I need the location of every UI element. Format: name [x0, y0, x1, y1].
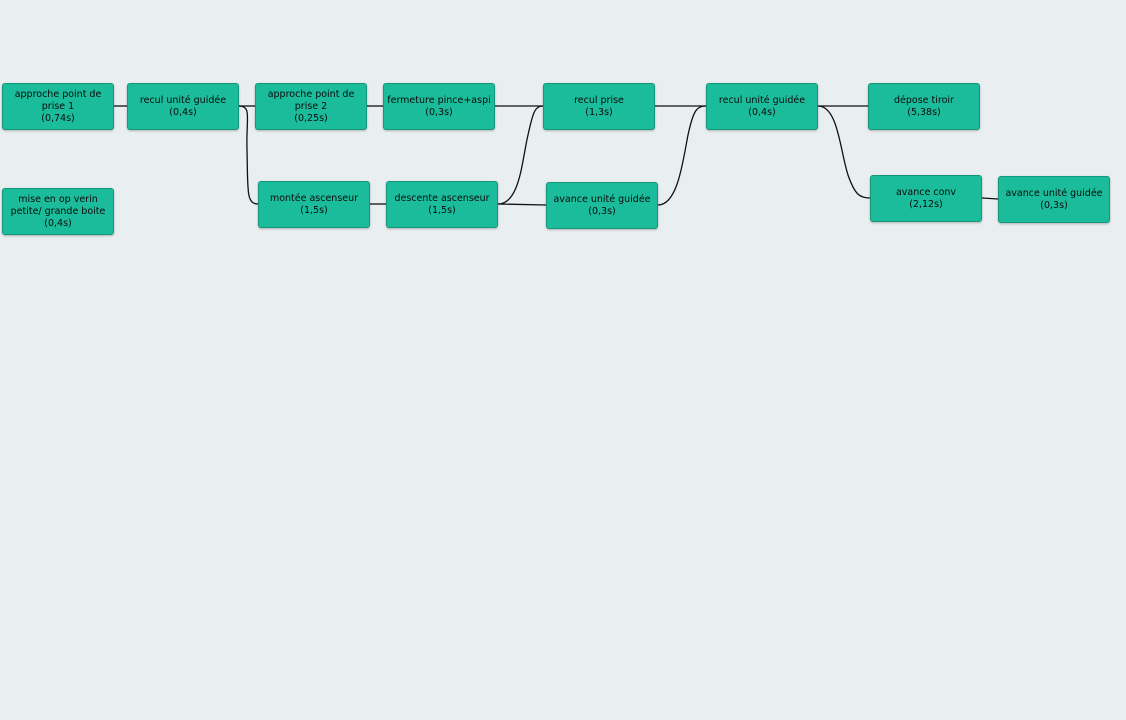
node-fermeture-pince-aspi[interactable]: fermeture pince+aspi (0,3s) [383, 83, 495, 130]
node-duration: (1,5s) [300, 204, 328, 216]
node-avance-conv[interactable]: avance conv (2,12s) [870, 175, 982, 222]
node-avance-unite-guidee-2[interactable]: avance unité guidée (0,3s) [998, 176, 1110, 223]
node-duration: (0,3s) [588, 205, 616, 217]
node-duration: (0,4s) [44, 217, 72, 229]
node-mise-en-op-verin[interactable]: mise en op verin petite/ grande boite (0… [2, 188, 114, 235]
node-label: descente ascenseur [394, 192, 490, 204]
node-avance-unite-guidee-1[interactable]: avance unité guidée (0,3s) [546, 182, 658, 229]
node-label: avance conv [895, 186, 957, 198]
node-label: approche point de prise 1 [14, 88, 102, 112]
node-duration: (0,3s) [1040, 199, 1068, 211]
node-duration: (0,4s) [748, 106, 776, 118]
node-montee-ascenseur[interactable]: montée ascenseur (1,5s) [258, 181, 370, 228]
node-label: recul prise [574, 94, 624, 106]
edge-n6-n12 [817, 105, 871, 199]
node-label: montée ascenseur [269, 192, 359, 204]
edge-n12-n13 [981, 197, 999, 200]
node-duration: (0,25s) [294, 112, 328, 124]
node-duration: (1,3s) [585, 106, 613, 118]
edge-n2-n9 [238, 105, 259, 205]
node-duration: (2,12s) [909, 198, 943, 210]
node-depose-tiroir[interactable]: dépose tiroir (5,38s) [868, 83, 980, 130]
node-recul-unite-guidee-2[interactable]: recul unité guidée (0,4s) [706, 83, 818, 130]
node-label: avance unité guidée [553, 193, 651, 205]
node-duration: (0,3s) [425, 106, 453, 118]
node-label: dépose tiroir [894, 94, 954, 106]
node-duration: (1,5s) [428, 204, 456, 216]
node-approche-point-de-prise-1[interactable]: approche point de prise 1 (0,74s) [2, 83, 114, 130]
node-label: approche point de prise 2 [267, 88, 355, 112]
edge-n11-n6 [657, 105, 707, 206]
node-label: recul unité guidée [139, 94, 227, 106]
node-label: fermeture pince+aspi [387, 94, 491, 106]
node-recul-prise[interactable]: recul prise (1,3s) [543, 83, 655, 130]
node-duration: (0,74s) [41, 112, 75, 124]
node-label: mise en op verin petite/ grande boite [10, 193, 106, 217]
node-recul-unite-guidee-1[interactable]: recul unité guidée (0,4s) [127, 83, 239, 130]
edge-n10-n5 [497, 105, 544, 205]
node-approche-point-de-prise-2[interactable]: approche point de prise 2 (0,25s) [255, 83, 367, 130]
node-duration: (5,38s) [907, 106, 941, 118]
node-descente-ascenseur[interactable]: descente ascenseur (1,5s) [386, 181, 498, 228]
node-duration: (0,4s) [169, 106, 197, 118]
edge-n10-n11 [497, 203, 547, 206]
node-label: recul unité guidée [718, 94, 806, 106]
node-label: avance unité guidée [1005, 187, 1103, 199]
